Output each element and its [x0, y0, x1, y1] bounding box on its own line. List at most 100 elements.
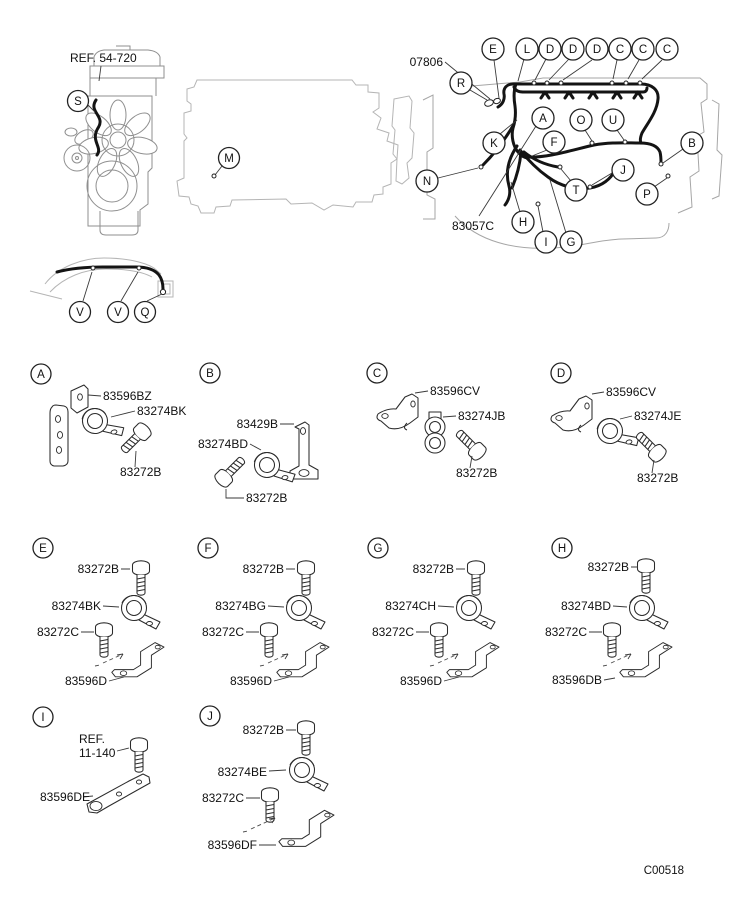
callout-balloon-J[interactable]: J — [611, 158, 635, 182]
bolt-drawing — [212, 452, 250, 490]
detail-group-F: F 83272B 83274BG 83272C 83596D — [197, 537, 330, 688]
callout-balloon-I[interactable]: I — [534, 230, 558, 254]
callout-balloon-V1[interactable]: V — [68, 300, 92, 324]
part-number: 83596DE — [40, 790, 90, 804]
callout-balloon-D2[interactable]: D — [561, 37, 585, 61]
harness-leader-lines — [437, 58, 684, 234]
callout-balloon-F[interactable]: F — [542, 130, 566, 154]
bolt-drawing — [429, 622, 449, 658]
group-balloon-E[interactable]: E — [32, 537, 54, 559]
callout-balloon-C1[interactable]: C — [608, 37, 632, 61]
part-number: 83272B — [243, 562, 284, 576]
callout-balloon-B[interactable]: B — [680, 131, 704, 155]
group-balloon-H[interactable]: H — [551, 537, 573, 559]
bolt-drawing — [296, 560, 316, 596]
group-balloon-A[interactable]: A — [30, 363, 52, 385]
bolt-drawing — [602, 622, 622, 658]
part-number: 83429B — [237, 417, 278, 431]
callout-balloon-O[interactable]: O — [569, 108, 593, 132]
detail-group-I: I REF. 11-140 83596DE — [32, 706, 151, 814]
callout-balloon-C2[interactable]: C — [631, 37, 655, 61]
callout-letter: C — [663, 44, 671, 56]
callout-letter: L — [524, 44, 531, 56]
part-number: 83272C — [37, 625, 79, 639]
callout-balloon-R[interactable]: R — [449, 71, 473, 95]
clamp-drawing — [288, 756, 329, 792]
bolt-drawing — [131, 560, 151, 596]
callout-letter: J — [620, 165, 626, 177]
callout-letter: B — [688, 138, 696, 150]
part-number: 83272B — [456, 466, 497, 480]
callout-balloon-M[interactable]: M — [217, 146, 241, 170]
callout-balloon-T[interactable]: T — [564, 178, 588, 202]
detail-group-D: D 83596CV 83274JE 83272B — [550, 362, 681, 485]
callout-balloon-K[interactable]: K — [482, 131, 506, 155]
callout-letter: C — [616, 44, 624, 56]
part-number: 83596DF — [208, 838, 257, 852]
clamp-drawing — [251, 447, 297, 489]
part-number: 83272C — [202, 791, 244, 805]
group-balloon-I[interactable]: I — [32, 706, 54, 728]
callout-balloon-A[interactable]: A — [531, 106, 555, 130]
part-number: 83272B — [78, 562, 119, 576]
callout-letter: C — [373, 368, 381, 380]
callout-balloon-H[interactable]: H — [511, 210, 535, 234]
callout-balloon-P[interactable]: P — [635, 182, 659, 206]
callout-balloon-N[interactable]: N — [415, 169, 439, 193]
part-number: 83272B — [243, 723, 284, 737]
callout-letter: N — [423, 176, 431, 188]
callout-letter: T — [572, 185, 579, 197]
detail-group-H: H 83272B 83274BD 83272C 83596DB — [545, 537, 673, 687]
callout-letter: C — [639, 44, 647, 56]
group-balloon-B[interactable]: B — [199, 362, 221, 384]
callout-balloon-G[interactable]: G — [559, 230, 583, 254]
callout-letter: I — [544, 237, 547, 249]
bolt-drawing — [259, 622, 279, 658]
part-number: 83272C — [545, 625, 587, 639]
callout-balloon-D1[interactable]: D — [538, 37, 562, 61]
part-number: 83272B — [637, 471, 678, 485]
callout-letter: F — [550, 137, 557, 149]
callout-letter: I — [41, 712, 44, 724]
callout-letter: A — [37, 369, 45, 381]
part-number: 83596DB — [552, 673, 602, 687]
part-number: 83272B — [588, 560, 629, 574]
callout-letter: O — [577, 115, 586, 127]
group-balloon-C[interactable]: C — [366, 362, 388, 384]
callout-balloon-S[interactable]: S — [66, 89, 90, 113]
callout-balloon-L[interactable]: L — [515, 37, 539, 61]
part-number: 11-140 — [79, 746, 116, 760]
part-number: REF. — [79, 732, 105, 746]
connector-part-label: 07806 — [410, 55, 444, 69]
part-number: 83272B — [120, 465, 161, 479]
callout-letter: S — [74, 96, 82, 108]
detail-group-A: A 83596BZ 83274BK 83272B — [30, 363, 186, 479]
part-number: 83596CV — [606, 385, 656, 399]
callout-letter: V — [114, 307, 122, 319]
part-number: 83274BK — [137, 404, 186, 418]
engine-side-silhouette: M — [176, 79, 415, 214]
callout-balloon-V2[interactable]: V — [106, 300, 130, 324]
group-balloon-J[interactable]: J — [199, 705, 221, 727]
part-number: 83274BD — [561, 599, 611, 613]
detail-group-J: J 83272B 83274BE 83272C 83596DF — [199, 705, 335, 852]
callout-balloon-C3[interactable]: C — [655, 37, 679, 61]
callout-balloon-U[interactable]: U — [601, 108, 625, 132]
part-number: 83272B — [413, 562, 454, 576]
callout-letter: D — [557, 368, 565, 380]
bracket-drawing — [376, 393, 419, 431]
group-balloon-G[interactable]: G — [367, 537, 389, 559]
callout-letter: F — [204, 543, 211, 555]
part-number: 83274JB — [458, 409, 505, 423]
group-balloon-D[interactable]: D — [550, 362, 572, 384]
cooling-fan — [78, 99, 158, 177]
callout-balloon-D3[interactable]: D — [585, 37, 609, 61]
callout-balloon-E[interactable]: E — [481, 37, 505, 61]
callout-balloon-Q[interactable]: Q — [133, 300, 157, 324]
clamp-drawing — [285, 594, 326, 630]
group-balloon-F[interactable]: F — [197, 537, 219, 559]
bolt-drawing — [451, 425, 489, 463]
bolt-drawing — [129, 737, 149, 773]
